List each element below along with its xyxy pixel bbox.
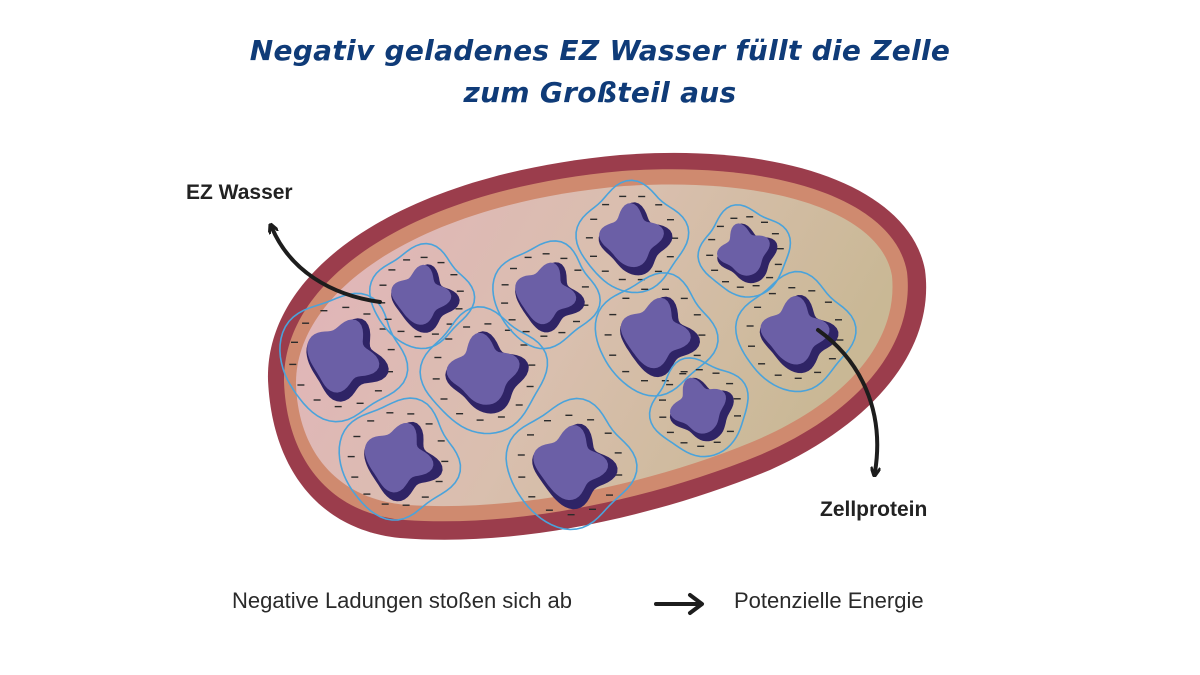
protein-body	[307, 319, 380, 393]
footer-right-text: Potenzielle Energie	[734, 588, 924, 613]
protein-6	[697, 204, 792, 298]
ez-water-arrow	[272, 228, 382, 304]
footer-left-text: Negative Ladungen stoßen sich ab	[232, 588, 573, 613]
ez-water-shell	[419, 305, 549, 435]
ez-water-shell	[505, 397, 638, 531]
protein-body	[760, 296, 830, 365]
protein-9	[648, 357, 749, 458]
ez-water-shell	[594, 272, 719, 397]
protein-4	[492, 240, 602, 350]
ez-water-shell	[338, 397, 462, 521]
protein-body	[515, 262, 577, 325]
protein-2	[368, 242, 476, 350]
protein-body	[391, 264, 452, 325]
protein-8	[734, 270, 857, 393]
ez-water-shell	[697, 204, 792, 298]
protein-body	[717, 223, 770, 276]
ez-water-shell	[734, 270, 857, 393]
footer-arrow-icon	[654, 593, 704, 615]
protein-body	[533, 425, 608, 501]
protein-label: Zellprotein	[820, 498, 927, 521]
diagram-title: Negativ geladenes EZ Wasser füllt die Ze…	[0, 30, 1200, 114]
protein-body	[670, 377, 726, 434]
protein-7	[594, 272, 719, 397]
protein-body	[446, 332, 520, 405]
title-line-1: Negativ geladenes EZ Wasser füllt die Ze…	[249, 34, 951, 67]
ez-water-label: EZ Wasser	[186, 181, 293, 204]
protein-11	[505, 397, 638, 531]
title-line-2: zum Großteil aus	[463, 76, 737, 109]
protein-10	[338, 397, 462, 521]
protein-body	[364, 422, 434, 493]
protein-body	[599, 203, 664, 268]
protein-body	[620, 297, 691, 369]
protein-5	[575, 179, 690, 294]
ez-water-shell	[368, 242, 476, 350]
protein-1	[279, 292, 409, 423]
ez-water-shell	[575, 179, 690, 294]
protein-arrow	[816, 328, 877, 472]
protein-group	[279, 179, 857, 531]
ez-water-shell	[648, 357, 749, 458]
ez-water-shell	[492, 240, 602, 350]
protein-3	[419, 305, 549, 435]
